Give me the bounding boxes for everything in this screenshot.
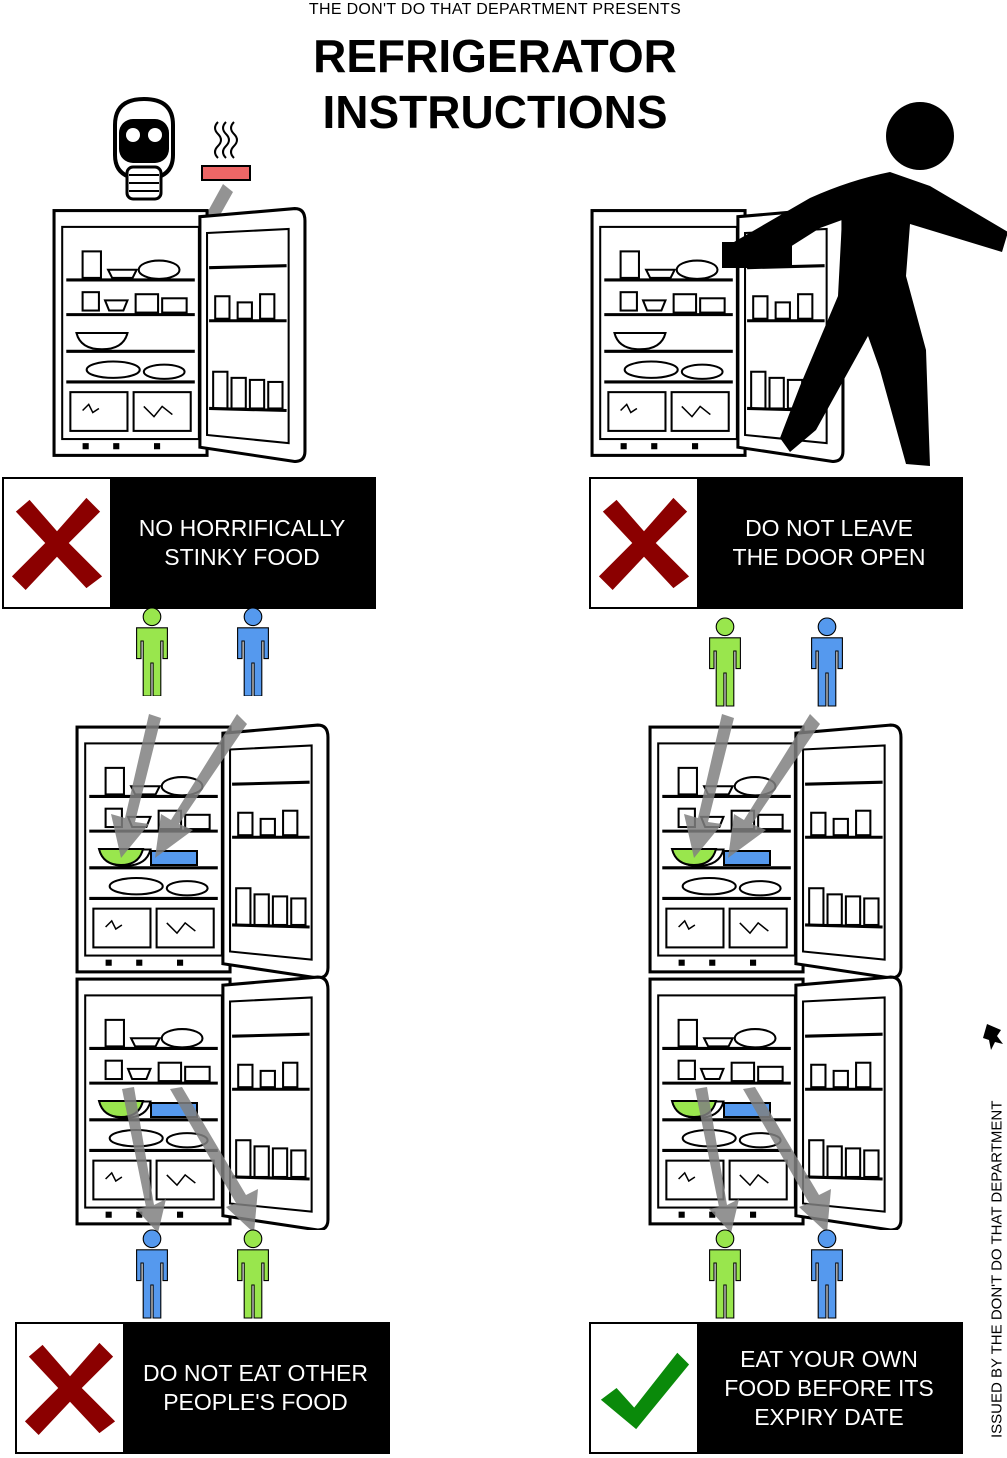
person-icon (703, 1220, 747, 1328)
person-icon (231, 1220, 275, 1328)
rule-message: NO HORRIFICALLY STINKY FOOD (110, 479, 374, 607)
page-title: REFRIGERATOR INSTRUCTIONS (0, 28, 990, 140)
cross-mark (4, 479, 110, 607)
arrow-icon (122, 1087, 258, 1233)
food-bowl-icon (97, 848, 198, 867)
cross-icon (595, 494, 693, 592)
presents-line: THE DON'T DO THAT DEPARTMENT PRESENTS (308, 1, 682, 18)
gas-mask-icon (113, 96, 175, 201)
rule-panel-others-food: DO NOT EAT OTHER PEOPLE'S FOOD (15, 1322, 390, 1454)
refrigerator-icon (52, 205, 307, 463)
rule-line-2: PEOPLE'S FOOD (163, 1389, 348, 1415)
cross-mark (17, 1324, 123, 1452)
person-icon (231, 608, 275, 696)
rule-line-2: STINKY FOOD (164, 544, 320, 570)
person-icon (805, 1220, 849, 1328)
cross-mark (591, 479, 697, 607)
person-icon (805, 608, 849, 716)
rule-panel-door-open: DO NOT LEAVE THE DOOR OPEN (589, 477, 963, 609)
rule-line-1: EAT YOUR OWN (740, 1345, 918, 1372)
rule-message: DO NOT LEAVE THE DOOR OPEN (697, 479, 961, 607)
title-line-2: INSTRUCTIONS (322, 86, 668, 138)
rule-line-1: DO NOT EAT OTHER (143, 1360, 368, 1386)
issued-by-strip: ISSUED BY THE DON'T DO THAT DEPARTMENT (986, 1025, 1007, 1455)
person-silhouette-icon (722, 102, 1007, 466)
check-mark (591, 1324, 697, 1452)
rule-panel-own-food: EAT YOUR OWN FOOD BEFORE ITS EXPIRY DATE (589, 1322, 963, 1454)
rule-line-1: DO NOT LEAVE (745, 515, 913, 541)
check-icon (595, 1339, 693, 1437)
cross-icon (8, 494, 106, 592)
rule-line-3: EXPIRY DATE (754, 1403, 904, 1430)
title-line-1: REFRIGERATOR (313, 30, 677, 82)
rule-line-1: NO HORRIFICALLY (138, 515, 346, 541)
rule-line-2: FOOD BEFORE ITS (724, 1374, 934, 1401)
cross-icon (21, 1339, 119, 1437)
rule-panel-stinky-food: NO HORRIFICALLY STINKY FOOD (2, 477, 376, 609)
rule-line-2: THE DOOR OPEN (732, 544, 926, 570)
person-icon (130, 1220, 174, 1328)
issued-by-text: ISSUED BY THE DON'T DO THAT DEPARTMENT (988, 1100, 1006, 1438)
department-logo-icon (983, 1024, 1003, 1050)
person-icon (703, 608, 747, 716)
person-icon (130, 608, 174, 696)
arrow-icon (684, 714, 820, 858)
rule-message: DO NOT EAT OTHER PEOPLE'S FOOD (123, 1324, 388, 1452)
stink-dish-icon (201, 121, 251, 181)
rule-message: EAT YOUR OWN FOOD BEFORE ITS EXPIRY DATE (697, 1324, 961, 1452)
arrow-icon (111, 714, 247, 858)
arrow-icon (695, 1087, 831, 1233)
